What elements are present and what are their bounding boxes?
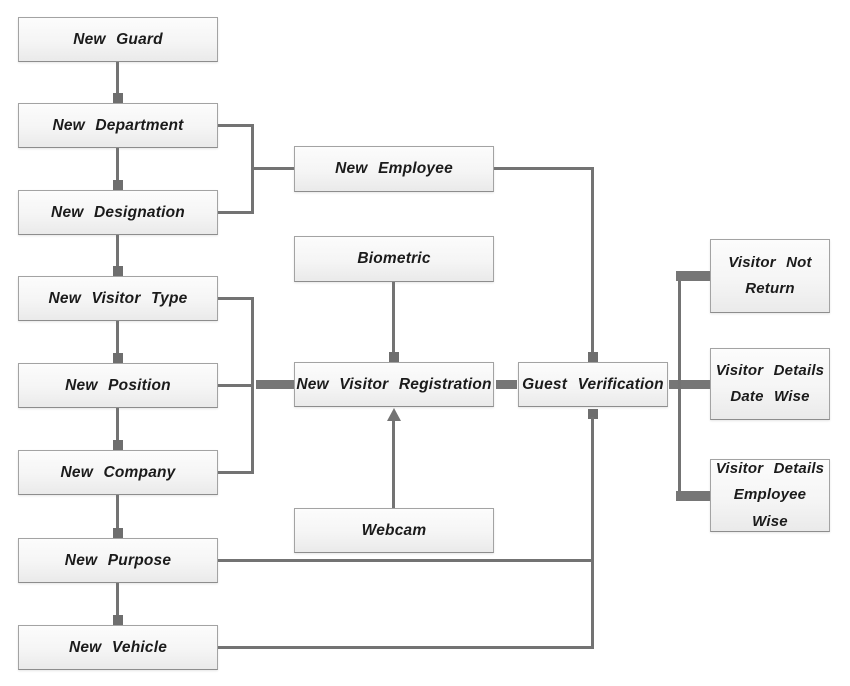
node-new-visitor-type[interactable]: New Visitor Type: [18, 276, 218, 321]
endpoint-square-new-department: [113, 93, 123, 103]
connector-new-visitor-type-to-new-position: [116, 321, 119, 354]
connector-new-position-to-new-company: [116, 408, 119, 441]
connector-thick-registration-to-guest-verification: [496, 380, 517, 389]
endpoint-square-guest-verification-top: [588, 352, 598, 362]
connector-new-vehicle-right: [218, 646, 594, 649]
arrowhead-registration-bottom: [387, 408, 401, 421]
node-biometric-label: Biometric: [357, 250, 431, 268]
node-new-employee-label: New Employee: [335, 160, 453, 178]
connector-thick-to-visitor-not-return: [676, 271, 710, 281]
connector-new-designation-branch: [218, 211, 254, 214]
connector-new-employee-down-to-guest-verification: [591, 167, 594, 352]
node-visitor-details-employee-wise-label: Visitor Details Employee Wise: [715, 460, 825, 530]
node-new-company-label: New Company: [60, 463, 176, 481]
connector-biometric-to-registration: [392, 282, 395, 352]
connector-new-purpose-right: [218, 559, 593, 562]
node-new-employee[interactable]: New Employee: [294, 146, 494, 192]
connector-new-purpose-to-new-vehicle: [116, 583, 119, 616]
connector-trunk-right-reports: [678, 272, 681, 501]
connector-webcam-to-registration: [392, 420, 395, 508]
connector-new-company-branch: [218, 471, 254, 474]
endpoint-square-new-company: [113, 440, 123, 450]
connector-trunk-type-position-company: [251, 297, 254, 474]
node-guest-verification[interactable]: Guest Verification: [518, 362, 668, 407]
node-new-visitor-registration[interactable]: New Visitor Registration: [294, 362, 494, 407]
node-new-designation-label: New Designation: [51, 203, 185, 221]
connector-trunk-department-designation: [251, 124, 254, 214]
connector-new-position-branch: [218, 384, 254, 387]
node-new-vehicle[interactable]: New Vehicle: [18, 625, 218, 670]
node-new-department[interactable]: New Department: [18, 103, 218, 148]
connector-new-employee-right: [494, 167, 594, 170]
connector-new-guard-to-new-department: [116, 62, 119, 94]
connector-new-department-to-new-designation: [116, 148, 119, 181]
node-new-purpose-label: New Purpose: [64, 551, 172, 569]
connector-thick-trunk-to-registration: [256, 380, 294, 389]
connector-new-designation-to-new-visitor-type: [116, 235, 119, 267]
node-new-guard-label: New Guard: [73, 30, 163, 48]
endpoint-square-new-visitor-type: [113, 266, 123, 276]
node-new-vehicle-label: New Vehicle: [68, 638, 168, 656]
node-new-position-label: New Position: [65, 376, 171, 394]
endpoint-square-new-purpose: [113, 528, 123, 538]
node-visitor-details-date-wise[interactable]: Visitor Details Date Wise: [710, 348, 830, 420]
node-webcam[interactable]: Webcam: [294, 508, 494, 553]
endpoint-square-new-vehicle: [113, 615, 123, 625]
node-new-visitor-registration-label: New Visitor Registration: [296, 375, 492, 393]
node-new-department-label: New Department: [52, 116, 184, 134]
node-visitor-details-date-wise-label: Visitor Details Date Wise: [715, 361, 825, 405]
node-webcam-label: Webcam: [361, 521, 427, 539]
connector-thick-to-employee-wise: [676, 491, 710, 501]
node-visitor-details-employee-wise[interactable]: Visitor Details Employee Wise: [710, 459, 830, 532]
connector-guest-verification-down: [591, 417, 594, 649]
node-new-visitor-type-label: New Visitor Type: [48, 289, 188, 307]
connector-new-company-to-new-purpose: [116, 495, 119, 529]
node-biometric[interactable]: Biometric: [294, 236, 494, 282]
node-visitor-not-return-label: Visitor Not Return: [728, 253, 812, 297]
endpoint-square-new-designation: [113, 180, 123, 190]
connector-new-visitor-type-branch: [218, 297, 254, 300]
connector-thick-guest-verification-to-date-wise: [669, 380, 710, 389]
node-new-company[interactable]: New Company: [18, 450, 218, 495]
node-new-guard[interactable]: New Guard: [18, 17, 218, 62]
endpoint-square-registration-top: [389, 352, 399, 362]
endpoint-square-new-position: [113, 353, 123, 363]
node-guest-verification-label: Guest Verification: [522, 375, 664, 393]
node-visitor-not-return[interactable]: Visitor Not Return: [710, 239, 830, 313]
connector-new-department-branch: [218, 124, 254, 127]
node-new-designation[interactable]: New Designation: [18, 190, 218, 235]
node-new-purpose[interactable]: New Purpose: [18, 538, 218, 583]
node-new-position[interactable]: New Position: [18, 363, 218, 408]
endpoint-square-guest-verification-bottom: [588, 409, 598, 419]
connector-trunk-to-new-employee: [253, 167, 294, 170]
